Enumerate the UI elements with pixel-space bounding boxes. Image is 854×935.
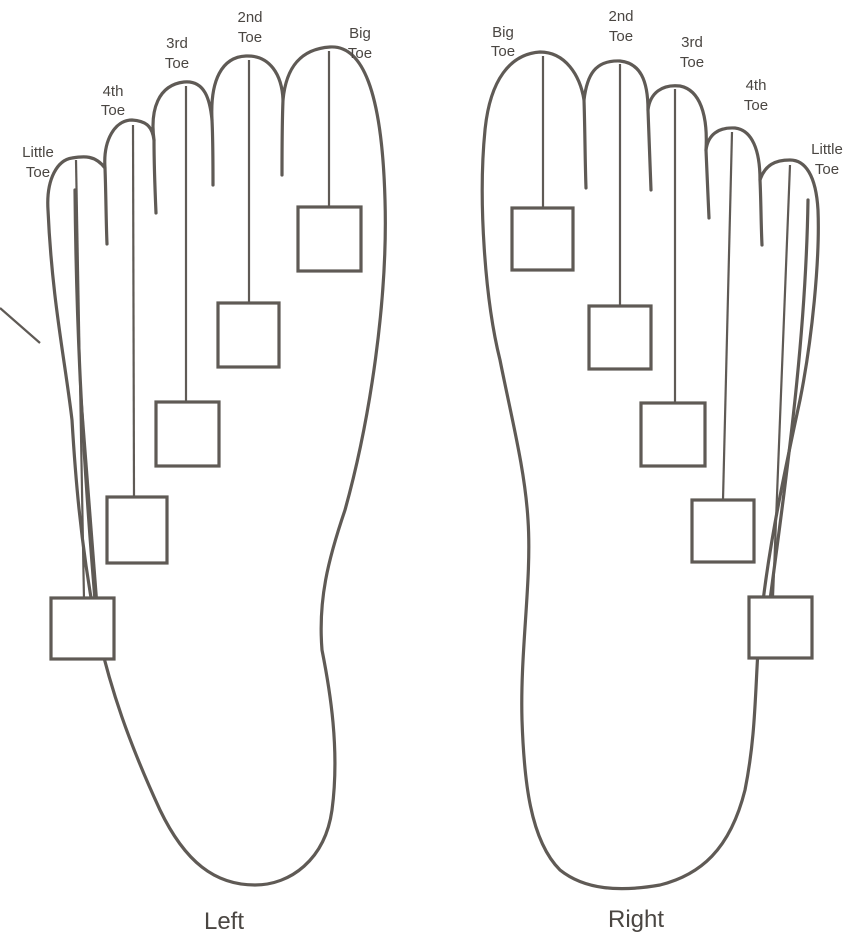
right-big-toe-sensor	[512, 208, 573, 270]
right-4th-toe-sensor	[692, 500, 754, 562]
right-toe-gap-2	[648, 110, 651, 190]
left-3rd-toe-sensor	[156, 402, 219, 466]
right-2nd-toe-sensor	[589, 306, 651, 369]
left-4th-toe-lead	[133, 125, 134, 497]
left-4th-toe-sensor	[107, 497, 167, 563]
left-toe-gap-3	[212, 120, 213, 185]
right-toe-gap-3	[706, 150, 709, 218]
right-toe-gap-4	[760, 180, 762, 245]
left-2nd-toe-sensor	[218, 303, 279, 367]
left-little-toe-sensor	[51, 598, 114, 659]
right-toe-gap-1	[584, 100, 586, 188]
left-big-toe-sensor	[298, 207, 361, 271]
right-4th-toe-lead	[723, 132, 732, 500]
right-3rd-toe-sensor	[641, 403, 705, 466]
pointer-line	[0, 308, 40, 343]
left-toe-gap-1	[105, 168, 107, 244]
right-foot-title: Right	[608, 906, 664, 933]
left-foot-title: Left	[204, 908, 244, 935]
right-little-toe-lead	[773, 165, 790, 597]
left-toe-gap-4	[282, 100, 283, 175]
right-little-toe-sensor	[749, 597, 812, 658]
left-toe-gap-2	[154, 140, 156, 213]
